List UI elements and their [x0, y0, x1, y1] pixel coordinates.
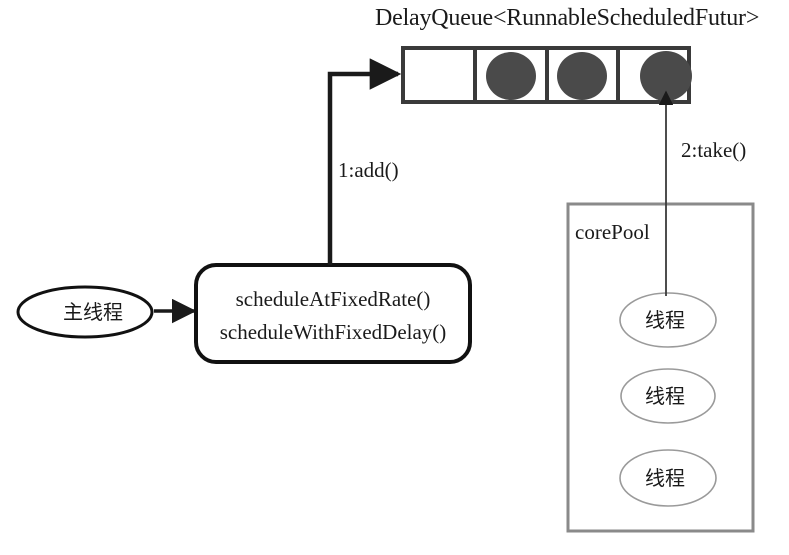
- delay-queue-group: [401, 46, 692, 104]
- queue-task-circle-3: [640, 51, 692, 101]
- scheduler-method-0: scheduleAtFixedRate(): [235, 287, 431, 311]
- worker-thread-label-0: 线程: [645, 308, 685, 332]
- core-pool-box: [566, 202, 755, 533]
- worker-thread-label-2: 线程: [645, 466, 685, 490]
- edge-label-add: 1:add(): [338, 158, 399, 182]
- scheduler-box: [194, 263, 472, 364]
- edge-label-take: 2:take(): [681, 138, 747, 162]
- worker-thread-ellipse-0: [619, 292, 717, 348]
- main-thread-label: 主线程: [63, 300, 123, 324]
- worker-thread-ellipse-2: [619, 449, 717, 507]
- edge-scheduler-to-queue: [327, 58, 402, 265]
- core-pool-label: corePool: [575, 220, 650, 244]
- delay-queue-title: DelayQueue<RunnableScheduledFutur>: [375, 5, 760, 31]
- worker-thread-ellipse-1: [620, 368, 716, 424]
- scheduler-method-1: scheduleWithFixedDelay(): [219, 320, 447, 344]
- worker-thread-label-1: 线程: [645, 384, 685, 408]
- queue-task-circle-1: [486, 52, 536, 100]
- main-thread-ellipse: [16, 285, 154, 339]
- queue-task-circle-2: [557, 52, 607, 100]
